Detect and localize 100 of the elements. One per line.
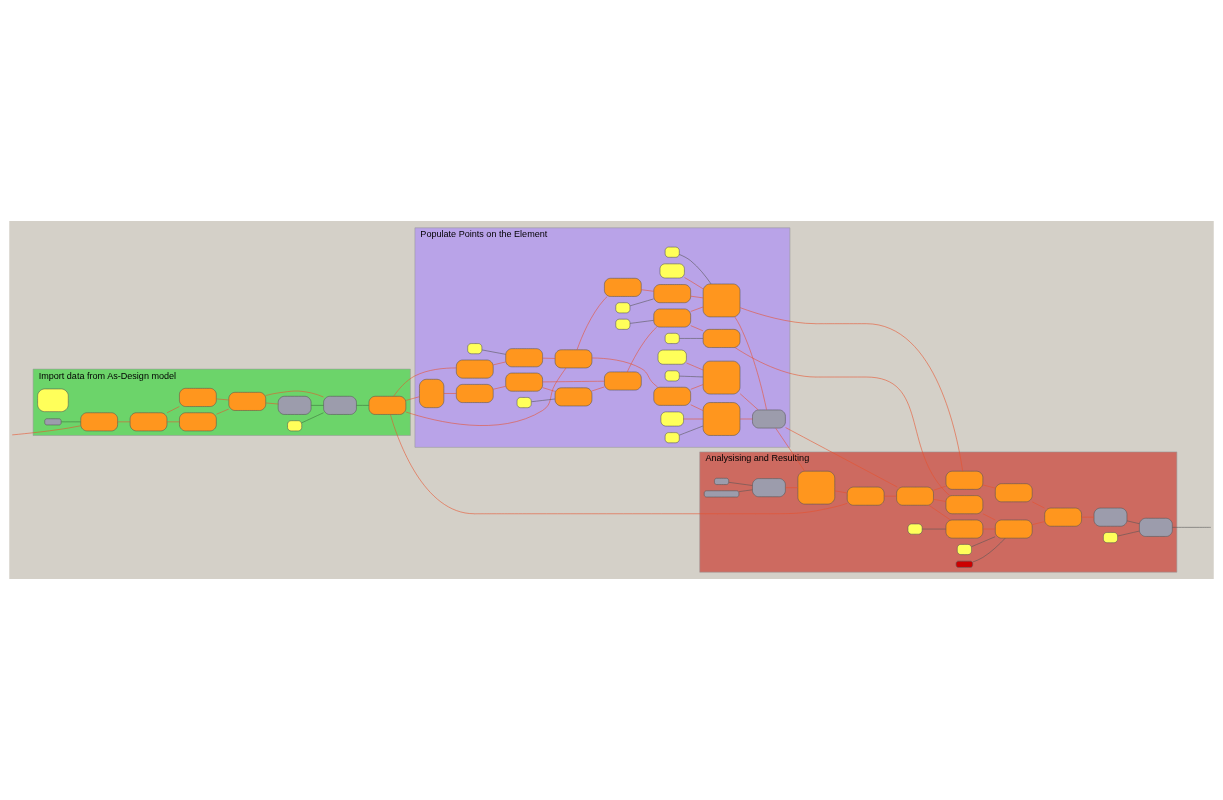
connector [117, 421, 131, 423]
node-box [664, 432, 680, 444]
node-box [664, 370, 680, 382]
connector [690, 404, 704, 411]
connector [265, 390, 324, 398]
node-box [456, 359, 494, 379]
node-box [702, 402, 741, 436]
connector [405, 367, 567, 426]
connector [390, 414, 848, 515]
connector [11, 425, 81, 436]
connector [627, 326, 658, 373]
connector [679, 254, 712, 285]
node-box [653, 308, 691, 328]
node-box [657, 349, 687, 365]
node-box [228, 392, 266, 411]
connector [591, 357, 658, 388]
cluster: Analysising and Resulting [699, 451, 1178, 573]
connector [531, 398, 556, 403]
connector [728, 482, 753, 486]
node-box [1044, 507, 1082, 527]
connector [922, 528, 947, 530]
connector [1117, 530, 1140, 537]
node-box [37, 388, 69, 412]
connector [1032, 501, 1045, 509]
connector [310, 405, 324, 406]
node-box [1139, 518, 1173, 537]
connector [542, 357, 556, 359]
node-box [660, 411, 684, 427]
connector [629, 320, 654, 324]
connector [591, 386, 605, 392]
cluster: Import data from As-Design model [32, 368, 411, 436]
connector [739, 393, 759, 411]
node-box [702, 283, 741, 318]
connector [166, 421, 180, 423]
node-box [456, 384, 494, 403]
connector [734, 347, 950, 496]
node-box [179, 388, 217, 407]
node-box [702, 360, 741, 395]
connector [356, 405, 370, 406]
node-box [505, 348, 543, 368]
node-box [44, 418, 62, 426]
node-box [1093, 507, 1128, 527]
connector [301, 412, 324, 424]
connector [493, 386, 506, 390]
connector [686, 362, 704, 371]
connector [493, 361, 506, 366]
node-box [659, 263, 685, 279]
node-box [653, 284, 691, 303]
node-box [846, 486, 885, 506]
node-box [703, 490, 740, 498]
node-box [80, 412, 118, 432]
node-box [1103, 532, 1118, 543]
connector [971, 536, 996, 547]
connector [576, 296, 608, 350]
connector [216, 398, 229, 401]
connector [739, 418, 753, 420]
node-box [945, 470, 984, 490]
connector [738, 489, 753, 492]
node-box [752, 478, 786, 497]
node-box [797, 470, 836, 505]
node-box [419, 379, 445, 408]
node-box [752, 409, 786, 429]
connector [216, 408, 229, 415]
node-box [907, 523, 923, 535]
connector [933, 499, 947, 502]
node-box [945, 519, 984, 539]
node-box [554, 387, 593, 407]
node-box [554, 349, 593, 369]
connector [166, 406, 180, 414]
connector [1126, 520, 1140, 524]
node-box [955, 560, 973, 568]
connector [629, 298, 654, 307]
connector [393, 367, 457, 397]
connector [542, 387, 556, 392]
connector [265, 402, 279, 405]
connector [785, 427, 898, 488]
connector [982, 513, 996, 521]
connector [1172, 527, 1212, 528]
node-box [664, 333, 680, 344]
connector [739, 307, 963, 472]
connector [690, 295, 704, 299]
node-box [896, 486, 934, 506]
connector [443, 393, 457, 394]
connector [641, 289, 654, 292]
connector [684, 277, 704, 290]
node-box [714, 478, 729, 485]
connector [775, 428, 805, 472]
connector [690, 384, 704, 390]
node-box [604, 371, 642, 391]
node-box [277, 396, 312, 415]
node-box [516, 397, 532, 408]
node-box [615, 302, 631, 314]
node-box [368, 396, 407, 415]
node-box [287, 420, 302, 432]
connector [734, 316, 767, 410]
node-box [664, 246, 680, 258]
node-box [945, 495, 984, 515]
connector [933, 485, 947, 491]
connector [972, 537, 1006, 563]
connector [690, 306, 704, 312]
